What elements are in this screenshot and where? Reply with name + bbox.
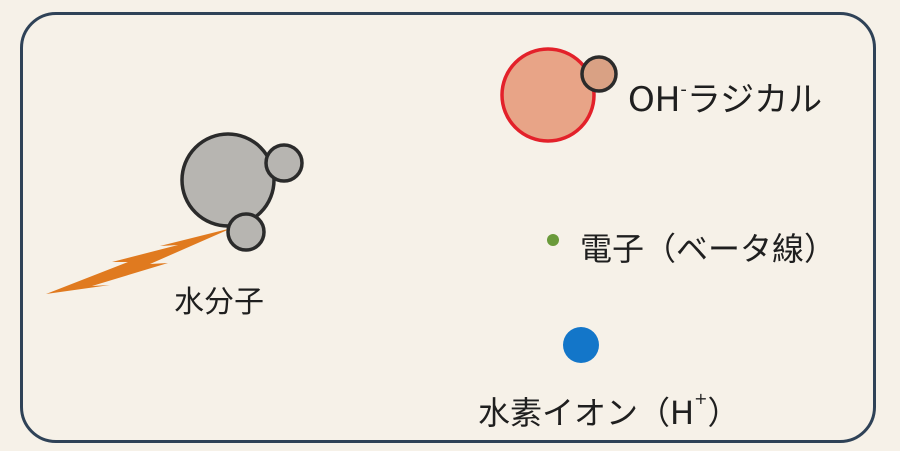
water-molecule	[180, 132, 304, 252]
diagram-frame	[20, 12, 876, 443]
water-hydrogen-atom-bottom	[226, 212, 266, 252]
hydrogen-ion-label: 水素イオン（H+）	[478, 389, 740, 432]
hydrogen-ion-particle	[563, 327, 599, 363]
water-molecule-label: 水分子	[174, 285, 264, 320]
oh-oxygen-atom	[500, 47, 596, 143]
oh-radical	[500, 47, 618, 143]
oh-hydrogen-atom	[580, 55, 618, 93]
electron-label: 電子（ベータ線）	[580, 230, 837, 268]
water-oxygen-atom	[180, 132, 276, 228]
water-hydrogen-atom-top	[264, 143, 304, 183]
electron-particle	[547, 234, 559, 246]
oh-radical-label: OH-ラジカル	[628, 78, 823, 120]
radiation-lightning-icon	[46, 228, 232, 294]
